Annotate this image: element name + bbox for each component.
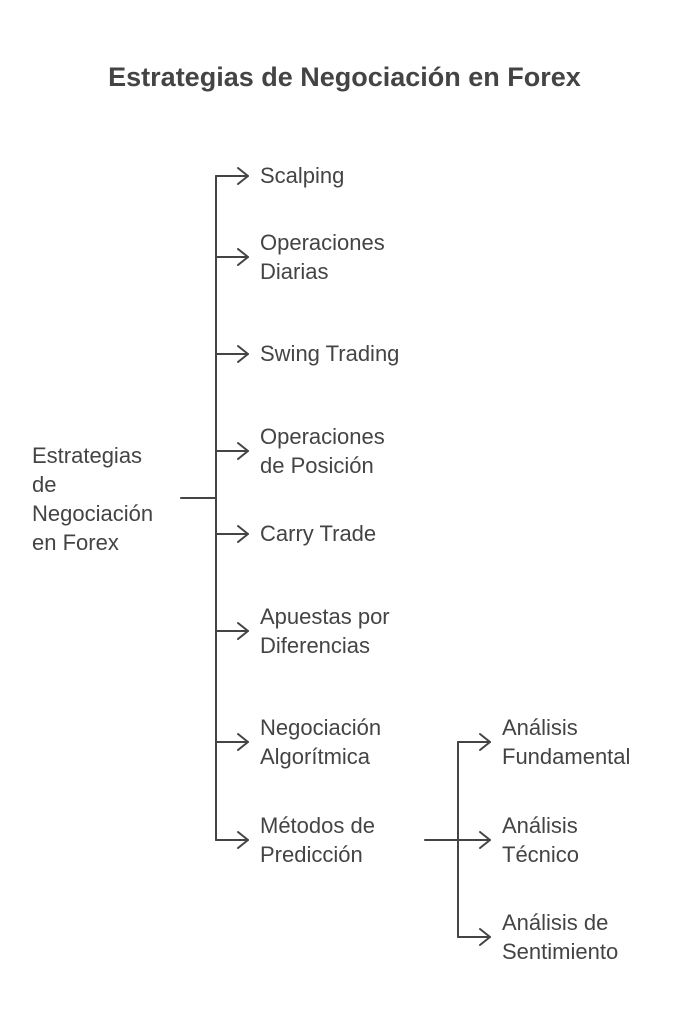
branch-label: Negociación — [260, 715, 382, 740]
arrow-swing-trading — [215, 345, 249, 363]
arrow-operaciones-posicion — [215, 442, 249, 460]
arrow-analisis-tecnico — [457, 831, 491, 849]
branch-label: Métodos de — [260, 813, 375, 838]
arrow-carry-trade — [215, 525, 249, 543]
arrow-analisis-sentimiento — [457, 928, 491, 946]
branch-node-operaciones-posicion: Operaciones de Posición — [260, 422, 385, 480]
root-label-line: Estrategias — [32, 443, 143, 468]
branch-label: Algorítmica — [260, 744, 371, 769]
sub-branch-node-analisis-fundamental: Análisis Fundamental — [502, 713, 630, 771]
branch-label: Scalping — [260, 163, 345, 188]
root-label-line: en Forex — [32, 530, 119, 555]
branch-node-apuestas-diferencias: Apuestas por Diferencias — [260, 602, 390, 660]
sub-branch-node-analisis-tecnico: Análisis Técnico — [502, 811, 579, 869]
branch-node-negociacion-algoritmica: Negociación Algorítmica — [260, 713, 381, 771]
branch-label: Apuestas por — [260, 604, 390, 629]
sub-branch-label: Análisis — [502, 813, 578, 838]
branch-node-metodos-prediccion: Métodos de Predicción — [260, 811, 375, 869]
sub-branch-label: Fundamental — [502, 744, 631, 769]
arrow-operaciones-diarias — [215, 248, 249, 266]
branch-label: Operaciones — [260, 424, 385, 449]
branch-label: Predicción — [260, 842, 363, 867]
arrow-metodos-prediccion — [215, 831, 249, 849]
branch-label: Operaciones — [260, 230, 385, 255]
root-label-line: Negociación — [32, 501, 154, 526]
branch-label: Diferencias — [260, 633, 371, 658]
branch-node-swing-trading: Swing Trading — [260, 339, 399, 368]
branch-node-operaciones-diarias: Operaciones Diarias — [260, 228, 385, 286]
branch-label: de Posición — [260, 453, 374, 478]
sub-branch-label: Técnico — [502, 842, 580, 867]
sub-branch-node-analisis-sentimiento: Análisis de Sentimiento — [502, 908, 618, 966]
branch-node-scalping: Scalping — [260, 161, 344, 190]
branch-label: Carry Trade — [260, 521, 377, 546]
sub-branch-label: Sentimiento — [502, 939, 619, 964]
sub-branch-label: Análisis — [502, 715, 578, 740]
branch-node-carry-trade: Carry Trade — [260, 519, 376, 548]
arrow-negociacion-algoritmica — [215, 733, 249, 751]
arrow-scalping — [215, 167, 249, 185]
arrow-analisis-fundamental — [457, 733, 491, 751]
root-node: Estrategias de Negociación en Forex — [32, 441, 153, 557]
arrow-apuestas-diferencias — [215, 622, 249, 640]
root-label-line: de — [32, 472, 57, 497]
sub-branch-label: Análisis de — [502, 910, 609, 935]
branch-label: Swing Trading — [260, 341, 400, 366]
diagram-title: Estrategias de Negociación en Forex — [108, 62, 581, 92]
branch-label: Diarias — [260, 259, 329, 284]
